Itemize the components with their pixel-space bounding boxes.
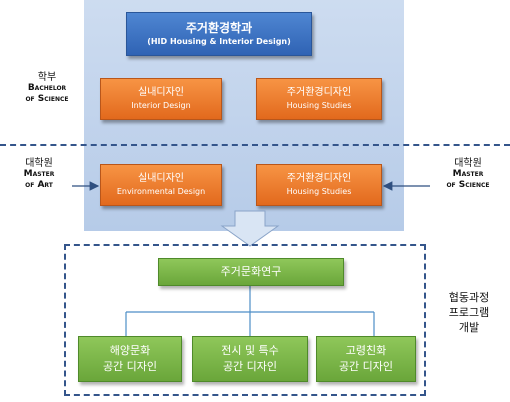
research-child-box-3: 고령친화 공간 디자인: [316, 336, 416, 382]
undergrad-interior-design-box: 실내디자인 Interior Design: [100, 78, 222, 120]
research-child-2-line1: 전시 및 특수: [221, 344, 279, 357]
undergrad-box-2-english: Housing Studies: [286, 101, 352, 110]
undergrad-box-1-korean: 실내디자인: [138, 87, 184, 98]
research-center-label: 주거문화연구: [220, 265, 282, 278]
graduate-right-label: 대학원 Master of Science: [430, 158, 506, 191]
graduate-box-2-korean: 주거환경디자인: [286, 173, 352, 184]
research-child-2-line2: 공간 디자인: [222, 360, 278, 373]
graduate-right-label-korean: 대학원: [454, 158, 482, 169]
research-child-3-line2: 공간 디자인: [338, 360, 394, 373]
research-child-box-2: 전시 및 특수 공간 디자인: [192, 336, 308, 382]
undergrad-box-2-korean: 주거환경디자인: [286, 87, 352, 98]
program-development-label: 협동과정 프로그램 개발: [432, 290, 506, 335]
graduate-right-label-english-2: of Science: [446, 180, 490, 190]
divider-dashed-line: [0, 144, 510, 146]
department-title-english: (HID Housing & Interior Design): [147, 36, 291, 46]
undergrad-label-korean: 학부: [37, 72, 57, 83]
undergrad-label-english-1: Bachelor: [27, 83, 67, 93]
department-title-box: 주거환경학과 (HID Housing & Interior Design): [126, 12, 312, 56]
program-label-line2: 프로그램: [448, 306, 490, 319]
graduate-box-2-english: Housing Studies: [286, 187, 352, 196]
research-center-box: 주거문화연구: [158, 258, 344, 286]
research-child-box-1: 해양문화 공간 디자인: [78, 336, 182, 382]
graduate-left-label-english-1: Master: [23, 169, 55, 179]
down-arrow-icon: [220, 210, 280, 247]
undergrad-box-1-english: Interior Design: [131, 101, 191, 110]
graduate-left-label-english-2: of Art: [25, 180, 53, 190]
graduate-box-1-english: Environmental Design: [116, 187, 206, 196]
graduate-box-1-korean: 실내디자인: [138, 173, 184, 184]
research-program-dashed-box: [64, 244, 426, 396]
undergrad-label-english-2: of Science: [25, 94, 69, 104]
program-label-line3: 개발: [458, 321, 480, 334]
graduate-environmental-design-box: 실내디자인 Environmental Design: [100, 164, 222, 206]
undergrad-label: 학부 Bachelor of Science: [10, 72, 84, 105]
research-child-1-line1: 해양문화: [109, 344, 151, 357]
graduate-right-label-english-1: Master: [452, 169, 484, 179]
research-child-1-line2: 공간 디자인: [102, 360, 158, 373]
graduate-housing-studies-box: 주거환경디자인 Housing Studies: [256, 164, 382, 206]
graduate-left-label-korean: 대학원: [25, 158, 53, 169]
undergrad-housing-studies-box: 주거환경디자인 Housing Studies: [256, 78, 382, 120]
research-child-3-line1: 고령친화: [345, 344, 387, 357]
graduate-left-label: 대학원 Master of Art: [4, 158, 74, 191]
program-label-line1: 협동과정: [448, 291, 490, 304]
department-title-korean: 주거환경학과: [185, 20, 253, 35]
